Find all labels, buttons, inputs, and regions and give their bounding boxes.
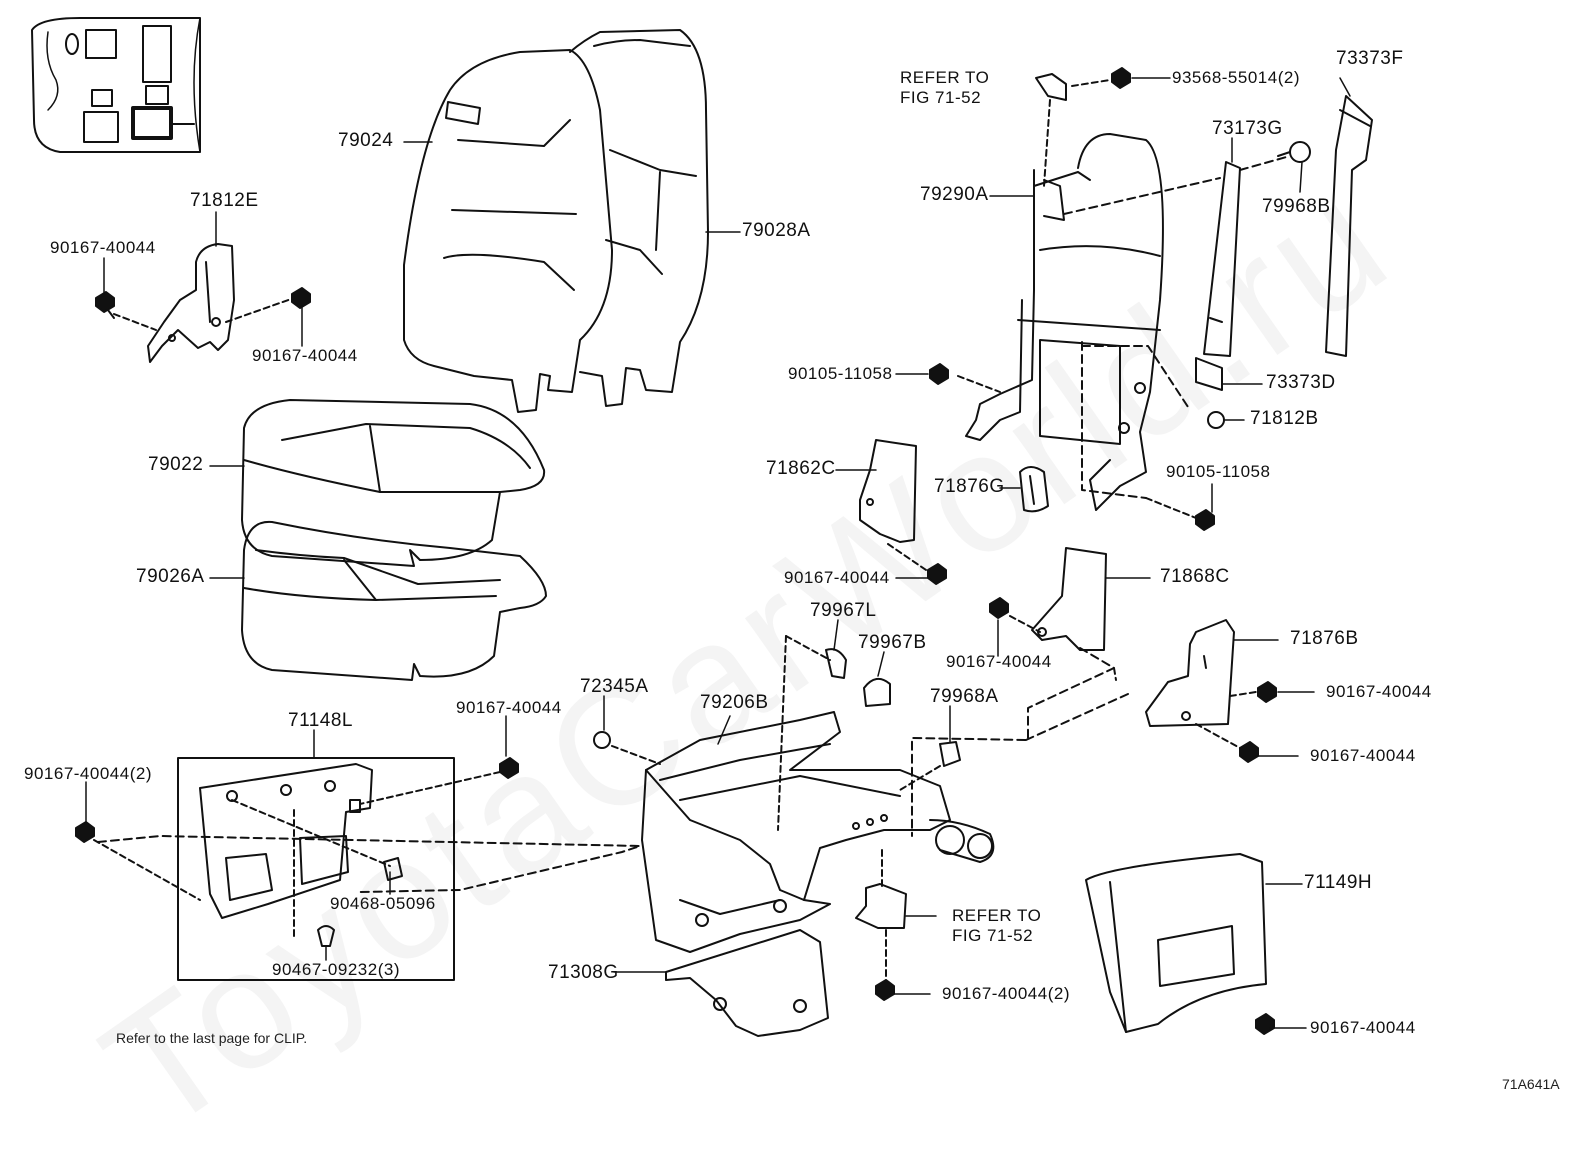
cover-71149H xyxy=(1085,853,1267,1033)
trim-strip-73173G xyxy=(1203,161,1241,357)
clip-71876G xyxy=(1019,466,1049,513)
block-73373D xyxy=(1195,357,1223,391)
clip-79967B xyxy=(863,677,891,707)
diagram-code: 71A641A xyxy=(1502,1076,1560,1092)
label-79206B: 79206B xyxy=(700,692,769,713)
label-90467-09232-3: 90467-09232(3) xyxy=(272,960,400,979)
label-71812E: 71812E xyxy=(190,190,259,211)
clip-90468 xyxy=(383,857,403,881)
vehicle-locator-thumbnail xyxy=(31,17,201,153)
inset-box-71148L xyxy=(177,757,455,981)
refer-to-fig-top: REFER TO FIG 71-52 xyxy=(900,68,990,107)
label-73373D: 73373D xyxy=(1266,372,1336,393)
screw-icon xyxy=(95,291,115,319)
screw-icon xyxy=(1239,741,1259,763)
parts-diagram xyxy=(31,17,1373,1037)
screw-icon xyxy=(1111,67,1131,89)
label-93568-55014: 93568-55014(2) xyxy=(1172,68,1300,87)
screw-icon xyxy=(1257,681,1277,703)
clip-reference-note: Refer to the last page for CLIP. xyxy=(116,1030,308,1046)
label-90167-40044: 90167-40044 xyxy=(50,238,156,257)
label-79968B: 79968B xyxy=(1262,196,1331,217)
bracket-71862C xyxy=(859,439,917,543)
leader-lines xyxy=(85,77,1351,1029)
label-71868C: 71868C xyxy=(1160,566,1230,587)
panel-73373F xyxy=(1325,95,1373,357)
label-71876G: 71876G xyxy=(934,476,1005,497)
screw-icon xyxy=(989,597,1009,619)
label-90167-40044: 90167-40044 xyxy=(456,698,562,717)
label-72345A: 72345A xyxy=(580,676,649,697)
bracket-refer-fig xyxy=(855,883,907,929)
label-71876B: 71876B xyxy=(1290,628,1359,649)
label-79026A: 79026A xyxy=(136,566,205,587)
label-79028A: 79028A xyxy=(742,220,811,241)
clip-79968A xyxy=(939,741,961,767)
bracket-top-refer xyxy=(1035,73,1067,101)
screw-icon xyxy=(929,363,949,385)
bracket-71308G xyxy=(665,929,829,1037)
seatback-pad-79028A xyxy=(569,29,709,407)
label-90167-40044: 90167-40044 xyxy=(1310,746,1416,765)
label-79290A: 79290A xyxy=(920,184,989,205)
plug-71812B xyxy=(1207,411,1225,429)
label-90167-40044: 90167-40044 xyxy=(1310,1018,1416,1037)
refer-to-fig-bottom: REFER TO FIG 71-52 xyxy=(952,906,1042,945)
label-79968A: 79968A xyxy=(930,686,999,707)
label-71862C: 71862C xyxy=(766,458,836,479)
seatback-cover-79024 xyxy=(403,49,613,413)
bracket-71876B xyxy=(1145,619,1235,727)
screw-icon xyxy=(499,757,519,779)
screw-icon xyxy=(875,979,895,1001)
label-73173G: 73173G xyxy=(1212,118,1283,139)
seat-track-frame-79206B xyxy=(641,711,995,953)
label-71148L: 71148L xyxy=(288,710,353,731)
bracket-71812E xyxy=(147,243,235,363)
nut-72345A xyxy=(593,731,611,749)
label-71149H: 71149H xyxy=(1304,872,1373,893)
label-90167-40044-2: 90167-40044(2) xyxy=(24,764,152,783)
label-90105-11058: 90105-11058 xyxy=(788,364,893,383)
label-90167-40044: 90167-40044 xyxy=(1326,682,1432,701)
screw-icon xyxy=(75,821,95,843)
clip-90467 xyxy=(317,925,335,947)
label-90167-40044: 90167-40044 xyxy=(784,568,890,587)
screw-icon xyxy=(927,563,947,585)
label-90167-40044: 90167-40044 xyxy=(252,346,358,365)
screw-icon xyxy=(1255,1013,1275,1035)
seatback-frame-79290A xyxy=(965,133,1164,511)
clip-79968B xyxy=(1277,141,1311,163)
label-90167-40044: 90167-40044 xyxy=(946,652,1052,671)
label-90468-05096: 90468-05096 xyxy=(330,894,436,913)
label-71308G: 71308G xyxy=(548,962,619,983)
label-71812B: 71812B xyxy=(1250,408,1319,429)
label-79967B: 79967B xyxy=(858,632,927,653)
label-79967L: 79967L xyxy=(810,600,877,621)
seat-cushion-cover-79022 xyxy=(241,399,546,567)
label-79022: 79022 xyxy=(148,454,204,475)
label-90167-40044-2: 90167-40044(2) xyxy=(942,984,1070,1003)
screw-icon xyxy=(1195,509,1215,531)
clip-79967L xyxy=(825,648,847,679)
bracket-71868C xyxy=(1031,547,1107,651)
screw-icon xyxy=(291,287,311,309)
label-73373F: 73373F xyxy=(1336,48,1404,69)
seat-cushion-pad-79026A xyxy=(241,520,547,681)
label-90105-11058: 90105-11058 xyxy=(1166,462,1271,481)
label-79024: 79024 xyxy=(338,130,394,151)
